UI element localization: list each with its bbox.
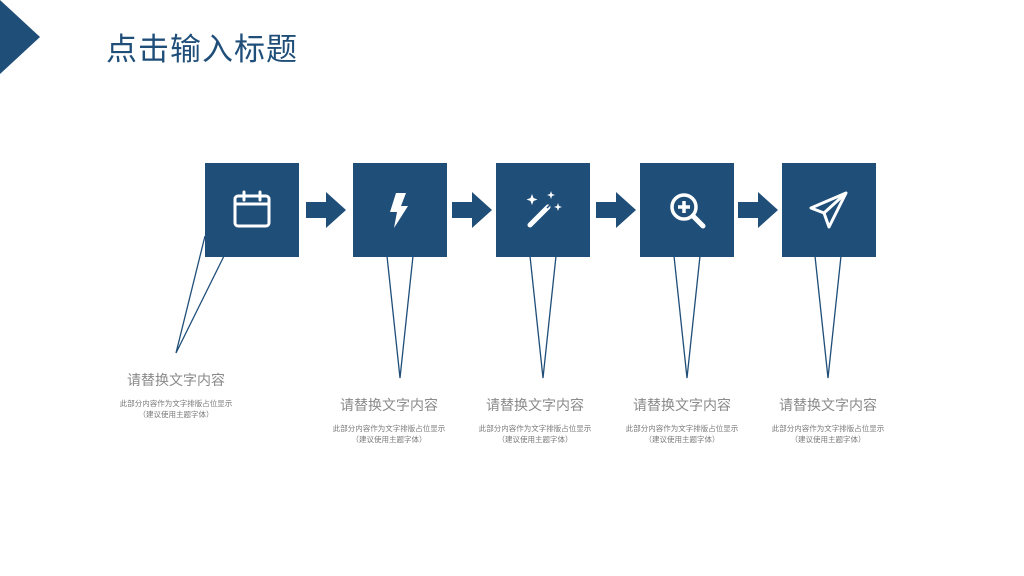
step-3-box — [496, 163, 590, 257]
pointer-line-step-4 — [673, 255, 701, 379]
step-4-box — [640, 163, 734, 257]
step-5-box — [782, 163, 876, 257]
arrow-right-icon — [738, 192, 778, 228]
caption-desc-line-1: 此部分内容作为文字排版占位显示 — [332, 424, 446, 433]
magic-wand-icon — [526, 191, 562, 228]
page-title: 点击输入标题 — [106, 32, 298, 68]
caption-title: 请替换文字内容 — [779, 398, 877, 414]
paper-plane-icon — [809, 191, 848, 229]
step-2-caption: 请替换文字内容 此部分内容作为文字排版占位显示 （建议使用主题字体） — [309, 397, 469, 445]
caption-desc-line-2: （建议使用主题字体） — [790, 435, 866, 444]
pointer-line-step-5 — [814, 255, 842, 379]
caption-title: 请替换文字内容 — [486, 398, 584, 414]
step-1-box — [205, 163, 299, 257]
corner-triangle-decoration — [0, 0, 40, 74]
arrow-right-icon — [596, 192, 636, 228]
step-5-caption: 请替换文字内容 此部分内容作为文字排版占位显示 （建议使用主题字体） — [748, 397, 908, 445]
step-3-caption: 请替换文字内容 此部分内容作为文字排版占位显示 （建议使用主题字体） — [455, 397, 615, 445]
caption-desc-line-1: 此部分内容作为文字排版占位显示 — [771, 424, 885, 433]
calendar-icon — [233, 190, 271, 228]
caption-desc-line-2: （建议使用主题字体） — [351, 435, 427, 444]
step-2-box — [353, 163, 447, 257]
caption-desc-line-2: （建议使用主题字体） — [138, 410, 214, 419]
caption-desc-line-1: 此部分内容作为文字排版占位显示 — [625, 424, 739, 433]
step-4-caption: 请替换文字内容 此部分内容作为文字排版占位显示 （建议使用主题字体） — [602, 397, 762, 445]
caption-desc-line-2: （建议使用主题字体） — [497, 435, 573, 444]
caption-desc-line-2: （建议使用主题字体） — [644, 435, 720, 444]
zoom-in-icon — [670, 193, 706, 229]
arrow-right-icon — [306, 192, 346, 228]
pointer-line-step-2 — [386, 255, 414, 379]
caption-desc-line-1: 此部分内容作为文字排版占位显示 — [478, 424, 592, 433]
caption-title: 请替换文字内容 — [340, 398, 438, 414]
caption-title: 请替换文字内容 — [633, 398, 731, 414]
step-1-caption: 请替换文字内容 此部分内容作为文字排版占位显示 （建议使用主题字体） — [96, 372, 256, 420]
lightning-bolt-icon — [390, 193, 408, 228]
caption-desc-line-1: 此部分内容作为文字排版占位显示 — [119, 399, 233, 408]
caption-title: 请替换文字内容 — [127, 373, 225, 389]
arrow-right-icon — [452, 192, 492, 228]
pointer-line-step-3 — [529, 255, 557, 379]
